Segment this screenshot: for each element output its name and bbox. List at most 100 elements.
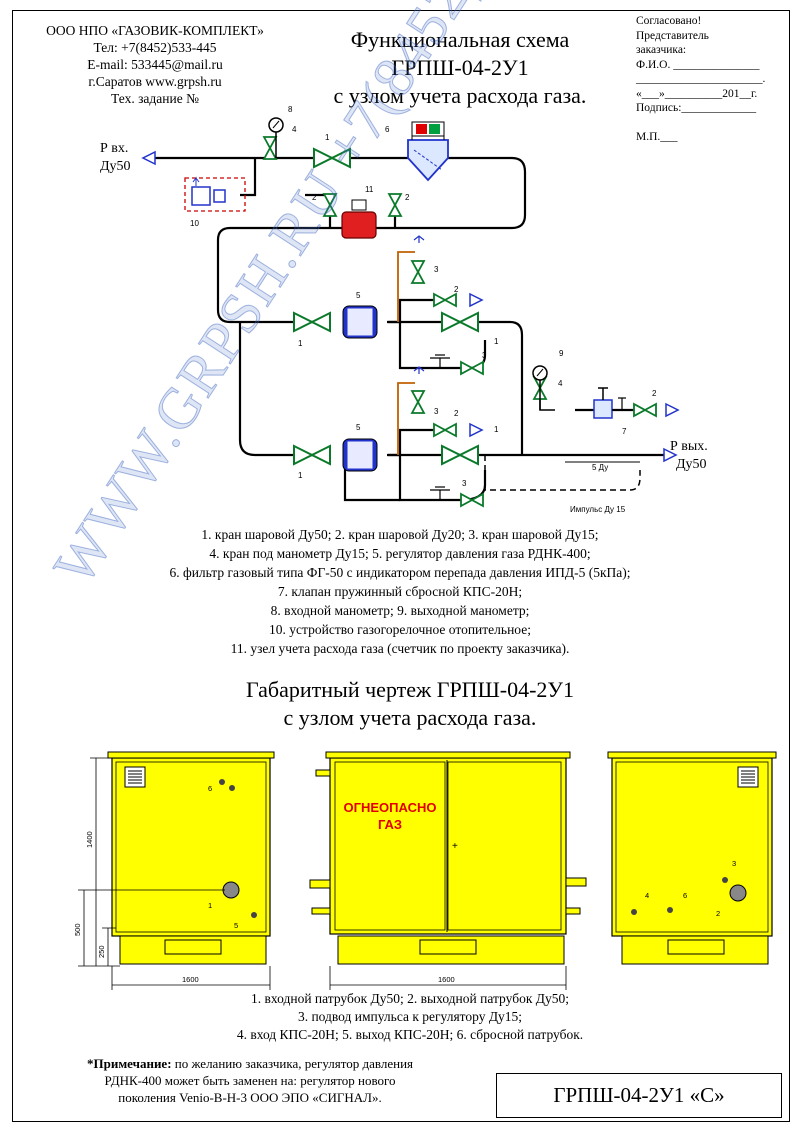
vent-grille-right-icon <box>737 766 759 788</box>
inlet-pressure-label: Р вх. <box>100 141 128 156</box>
valve-1-upper-icon <box>293 312 331 332</box>
valve-2-right-icon <box>388 193 402 217</box>
inlet-dn-label: Ду50 <box>100 159 131 174</box>
label-4a: 4 <box>292 125 297 134</box>
dim-1600-front: 1600 <box>438 975 455 984</box>
dim-label-1: 1 <box>208 901 212 910</box>
label-10: 10 <box>190 219 199 228</box>
dim-label-2: 2 <box>716 909 720 918</box>
approval-block: Согласовано! Представитель заказчика: Ф.… <box>636 14 786 144</box>
approval-fio: Ф.И.О. _______________ <box>636 58 760 71</box>
valve-3-upper-icon <box>411 260 425 284</box>
dim-legend-line-1: 1. входной патрубок Ду50; 2. выходной па… <box>251 991 569 1006</box>
label-8: 8 <box>288 105 293 114</box>
label-7: 7 <box>622 427 627 436</box>
valve-1-inlet-icon <box>313 148 351 168</box>
label-9: 9 <box>559 349 564 358</box>
outlet-pressure-label: Р вых. <box>670 439 708 454</box>
scheme-title: Функциональная схема ГРПШ-04-2У1 с узлом… <box>290 26 630 110</box>
approval-rep2: заказчика: <box>636 44 687 56</box>
label-2b: 2 <box>405 193 410 202</box>
approval-rep: Представитель <box>636 29 709 42</box>
note-text-3: поколения Venio-В-Н-3 ООО ЭПО «СИГНАЛ». <box>118 1090 382 1105</box>
label-3d: 3 <box>462 479 467 488</box>
dim-title-line-1: Габаритный чертеж ГРПШ-04-2У1 <box>246 677 574 702</box>
label-1c: 1 <box>298 339 303 348</box>
dim-label-4: 4 <box>645 891 649 900</box>
note-block: *Примечание: по желанию заказчика, регул… <box>20 1055 480 1106</box>
company-phone: Тел: +7(8452)533-445 <box>93 40 217 55</box>
approval-mp: М.П.___ <box>636 130 678 143</box>
outlet-dn-label: Ду50 <box>676 457 707 472</box>
approval-line: ______________________. <box>636 73 766 85</box>
fire-warning-line2: ГАЗ <box>378 817 402 832</box>
dim-500: 500 <box>73 923 82 936</box>
label-5a: 5 <box>356 291 361 300</box>
label-5dn: 5 Ду <box>592 463 608 472</box>
note-text-1: по желанию заказчика, регулятор давления <box>171 1056 414 1071</box>
dim-label-5: 5 <box>234 921 238 930</box>
legend-line-3: 6. фильтр газовый типа ФГ-50 с индикатор… <box>169 565 631 580</box>
dim-legend-line-3: 4. вход КПС-20Н; 5. выход КПС-20Н; 6. сб… <box>236 1027 584 1042</box>
company-name: ООО НПО «ГАЗОВИК-КОМПЛЕКТ» <box>46 23 264 38</box>
valve-1-lower-icon <box>293 445 331 465</box>
dim-legend-line-2: 3. подвод импульса к регулятору Ду15; <box>297 1009 523 1024</box>
label-1e: 1 <box>298 471 303 480</box>
manometer-inlet-icon <box>268 117 284 158</box>
cabinet-side-left <box>107 751 275 965</box>
vent-grille-left-icon <box>124 766 146 788</box>
legend-line-1: 1. кран шаровой Ду50; 2. кран шаровой Ду… <box>201 527 599 542</box>
valve-2-lower-icon <box>433 423 457 437</box>
valve-3-mid-icon <box>460 361 484 375</box>
regulator-lower-icon <box>342 438 378 472</box>
label-3b: 3 <box>482 351 487 360</box>
label-4b: 4 <box>558 379 563 388</box>
legend-line-7: 11. узел учета расхода газа (счетчик по … <box>230 641 570 656</box>
dim-title-line-2: с узлом учета расхода газа. <box>283 705 537 730</box>
filter-icon <box>407 121 449 182</box>
legend-line-6: 10. устройство газогорелочное отопительн… <box>269 622 531 637</box>
valve-2-left-icon <box>323 193 337 217</box>
approval-date: «___»__________201__г. <box>636 87 758 100</box>
approval-sign: Подпись:_____________ <box>636 102 757 114</box>
dim-label-3: 3 <box>732 859 736 868</box>
scheme-legend: 1. кран шаровой Ду50; 2. кран шаровой Ду… <box>40 525 760 658</box>
tech-task: Тех. задание № <box>111 91 199 106</box>
title-stamp: ГРПШ-04-2У1 «С» <box>496 1073 782 1118</box>
legend-line-4: 7. клапан пружинный сбросной КПС-20Н; <box>277 584 523 599</box>
label-2a: 2 <box>312 193 317 202</box>
title-line-3: с узлом учета расхода газа. <box>333 83 587 108</box>
cabinet-front: + <box>309 751 587 965</box>
legend-line-2: 4. кран под манометр Ду15; 5. регулятор … <box>209 546 591 561</box>
regulator-upper-icon <box>342 305 378 339</box>
dim-1400: 1400 <box>85 831 94 848</box>
label-1d: 1 <box>494 425 499 434</box>
valve-3-bottom-icon <box>460 493 484 507</box>
fire-warning-line1: ОГНЕОПАСНО <box>344 800 437 815</box>
gas-meter-icon <box>341 199 377 239</box>
valve-3-lower-icon <box>411 390 425 414</box>
dimension-drawing-title: Габаритный чертеж ГРПШ-04-2У1 с узлом уч… <box>180 676 640 732</box>
svg-text:+: + <box>452 841 458 852</box>
label-2d: 2 <box>652 389 657 398</box>
label-1a: 1 <box>325 133 330 142</box>
stamp-code: ГРПШ-04-2У1 «С» <box>553 1083 725 1107</box>
dim-label-6-right: 6 <box>683 891 687 900</box>
title-line-1: Функциональная схема <box>350 27 570 52</box>
label-2c: 2 <box>454 285 459 294</box>
page-border <box>12 10 790 1122</box>
dim-250: 250 <box>97 945 106 958</box>
relief-valve-icon <box>593 387 632 419</box>
manometer-outlet-icon <box>532 365 555 411</box>
company-block: ООО НПО «ГАЗОВИК-КОМПЛЕКТ» Тел: +7(8452)… <box>40 22 270 107</box>
label-impulse: Импульс Ду 15 <box>570 505 626 514</box>
label-1b: 1 <box>494 337 499 346</box>
label-3c: 3 <box>434 407 439 416</box>
dim-label-6-left: 6 <box>208 784 212 793</box>
label-5b: 5 <box>356 423 361 432</box>
valve-2-kps-icon <box>633 403 657 417</box>
label-11: 11 <box>365 185 374 194</box>
heater-device-icon <box>184 176 246 212</box>
note-text-2: РДНК-400 может быть заменен на: регулято… <box>104 1073 396 1088</box>
